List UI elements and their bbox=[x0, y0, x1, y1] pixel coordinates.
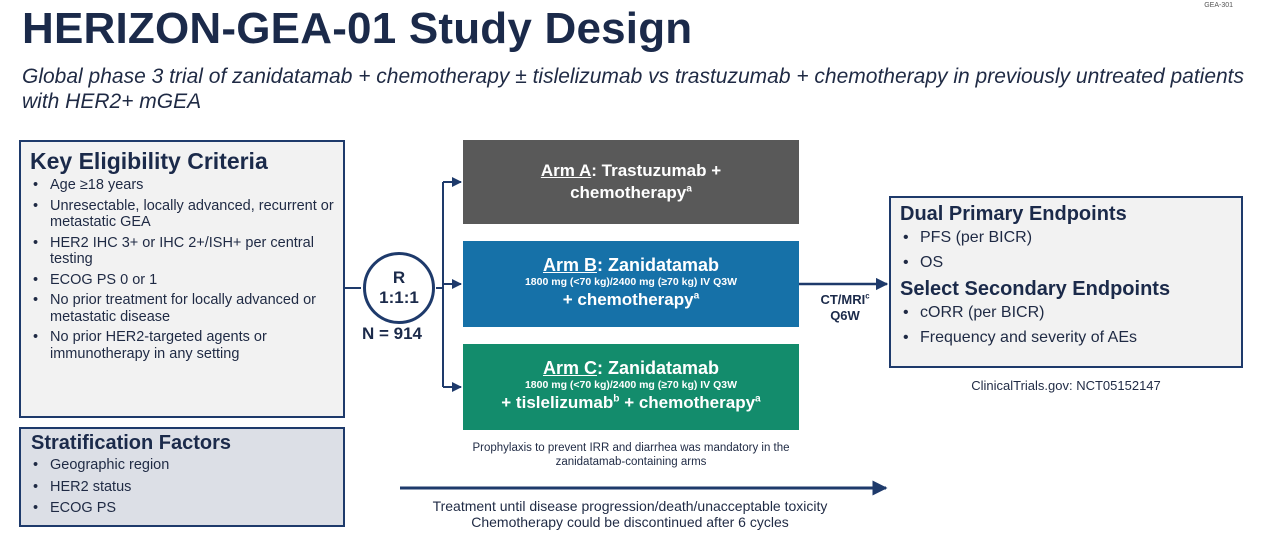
assessment-footnote: c bbox=[865, 291, 870, 301]
list-item: HER2 status bbox=[31, 479, 337, 496]
list-item: Frequency and severity of AEs bbox=[901, 328, 1235, 347]
arm-a-footnote: a bbox=[686, 183, 692, 195]
registry-id: ClinicalTrials.gov: NCT05152147 bbox=[971, 378, 1161, 393]
arm-c-drug: : Zanidatamab bbox=[596, 358, 720, 378]
arm-c-label: Arm C bbox=[542, 358, 597, 378]
primary-endpoints-list: PFS (per BICR) OS bbox=[901, 228, 1235, 272]
arm-c-footnote-b: b bbox=[613, 393, 620, 405]
list-item: ECOG PS bbox=[31, 500, 337, 517]
prophylaxis-note: Prophylaxis to prevent IRR and diarrhea … bbox=[472, 442, 790, 468]
arm-b-footnote: a bbox=[693, 290, 700, 302]
list-item: Unresectable, locally advanced, recurren… bbox=[31, 198, 337, 231]
arm-b-drug: : Zanidatamab bbox=[596, 255, 720, 275]
page-subtitle: Global phase 3 trial of zanidatamab + ch… bbox=[22, 65, 1245, 113]
arm-c-footnote-a: a bbox=[755, 393, 761, 405]
list-item: OS bbox=[901, 253, 1235, 272]
randomization-ratio: 1:1:1 bbox=[379, 288, 419, 307]
primary-endpoints-title: Dual Primary Endpoints bbox=[900, 203, 1127, 225]
list-item: ECOG PS 0 or 1 bbox=[31, 272, 337, 289]
arm-a-box: Arm A: Trastuzumab + chemotherapya bbox=[463, 140, 799, 224]
list-item: No prior HER2-targeted agents or immunot… bbox=[31, 329, 337, 362]
arm-c-dose: 1800 mg (<70 kg)/2400 mg (≥70 kg) IV Q3W bbox=[524, 379, 738, 391]
stratification-box: Stratification Factors Geographic region… bbox=[19, 427, 345, 527]
list-item: PFS (per BICR) bbox=[901, 228, 1235, 247]
treatment-line-2: Chemotherapy could be discontinued after… bbox=[471, 514, 789, 530]
list-item: Geographic region bbox=[31, 457, 337, 474]
endpoints-box: Dual Primary Endpoints PFS (per BICR) OS… bbox=[889, 196, 1243, 368]
list-item: No prior treatment for locally advanced … bbox=[31, 292, 337, 325]
secondary-endpoints-title: Select Secondary Endpoints bbox=[900, 278, 1171, 300]
stratification-list: Geographic region HER2 status ECOG PS bbox=[31, 457, 337, 517]
arm-b-label: Arm B bbox=[542, 255, 597, 275]
randomization-symbol: R bbox=[392, 268, 406, 287]
arm-c-tislelizumab: + tislelizumab bbox=[501, 393, 614, 412]
arm-c-chemo: + chemotherapy bbox=[619, 393, 756, 412]
assessment-modality: CT/MRI bbox=[820, 292, 866, 307]
randomization-circle: R 1:1:1 bbox=[363, 252, 435, 324]
secondary-endpoints-list: cORR (per BICR) Frequency and severity o… bbox=[901, 303, 1235, 347]
treatment-duration-note: Treatment until disease progression/deat… bbox=[380, 498, 880, 530]
list-item: HER2 IHC 3+ or IHC 2+/ISH+ per central t… bbox=[31, 235, 337, 268]
list-item: Age ≥18 years bbox=[31, 177, 337, 194]
assessment-label: CT/MRIc Q6W bbox=[810, 292, 880, 324]
arm-b-chemo: + chemotherapy bbox=[562, 290, 694, 309]
sample-size-label: N = 914 bbox=[362, 324, 423, 343]
corner-tag: GEA-301 bbox=[1204, 2, 1233, 9]
eligibility-list: Age ≥18 years Unresectable, locally adva… bbox=[31, 177, 337, 362]
page-title: HERIZON-GEA-01 Study Design bbox=[22, 4, 693, 53]
assessment-frequency: Q6W bbox=[830, 308, 860, 323]
eligibility-title: Key Eligibility Criteria bbox=[30, 148, 268, 174]
arm-a-drug: : Trastuzumab + bbox=[591, 161, 722, 180]
treatment-line-1: Treatment until disease progression/deat… bbox=[432, 498, 828, 514]
arm-a-label: Arm A bbox=[540, 161, 592, 180]
arm-a-chemo: chemotherapy bbox=[570, 183, 687, 202]
eligibility-box: Key Eligibility Criteria Age ≥18 years U… bbox=[19, 140, 345, 418]
list-item: cORR (per BICR) bbox=[901, 303, 1235, 322]
arm-b-box: Arm B: Zanidatamab 1800 mg (<70 kg)/2400… bbox=[463, 241, 799, 327]
arm-c-box: Arm C: Zanidatamab 1800 mg (<70 kg)/2400… bbox=[463, 344, 799, 430]
stratification-title: Stratification Factors bbox=[31, 432, 232, 454]
arm-b-dose: 1800 mg (<70 kg)/2400 mg (≥70 kg) IV Q3W bbox=[524, 276, 738, 288]
